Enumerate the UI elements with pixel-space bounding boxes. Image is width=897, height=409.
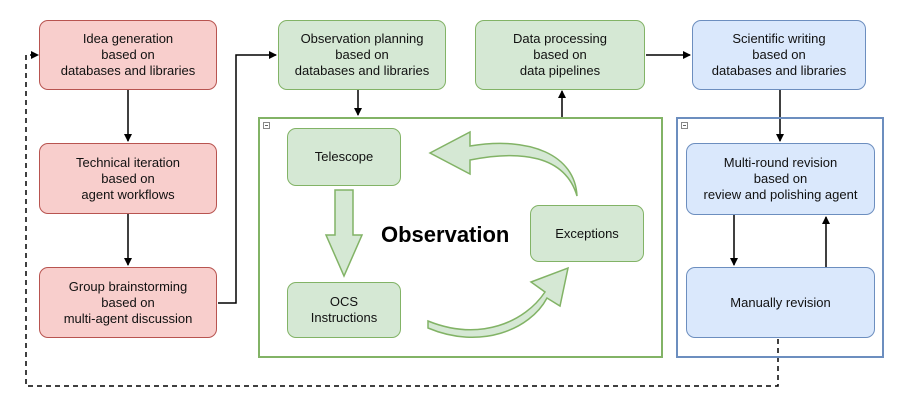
node-line: Multi-round revision: [723, 155, 838, 170]
node-line: based on: [753, 171, 808, 186]
collapse-icon[interactable]: [263, 122, 270, 129]
node-line: Manually revision: [730, 294, 831, 310]
node-line: Data processing: [513, 31, 607, 46]
node-line: databases and libraries: [711, 63, 847, 78]
node-line: agent workflows: [81, 186, 175, 202]
technical-iteration-node[interactable]: Technical iteration based on agent workf…: [39, 143, 217, 214]
arrow-group-to-observation-planning: [218, 51, 277, 304]
node-line: Scientific writing: [732, 31, 826, 46]
data-processing-node[interactable]: Data processing based on data pipelines: [475, 20, 645, 90]
multi-round-revision-node[interactable]: Multi-round revision based on review and…: [686, 143, 875, 215]
node-line: data pipelines: [519, 63, 601, 78]
node-line: Observation planning: [300, 31, 424, 46]
node-line: based on: [335, 47, 389, 62]
node-line: based on: [101, 47, 155, 62]
observation-group: [258, 117, 663, 358]
node-line: based on: [101, 294, 155, 310]
down-block-arrow: [324, 189, 364, 278]
curved-arrow-exceptions-to-telescope: [428, 130, 578, 197]
dashed-feedback-arrow: [25, 51, 779, 387]
node-line: Telescope: [314, 149, 374, 164]
node-line: OCS: [329, 294, 359, 309]
observation-title: Observation: [381, 222, 510, 247]
node-line: databases and libraries: [294, 63, 430, 78]
exceptions-node[interactable]: Exceptions: [530, 205, 644, 262]
revision-group: [676, 117, 884, 358]
node-line: databases and libraries: [60, 63, 196, 78]
node-line: Idea generation: [82, 31, 174, 46]
node-line: review and polishing agent: [703, 187, 858, 202]
group-brainstorming-node[interactable]: Group brainstorming based on multi-agent…: [39, 267, 217, 338]
observation-planning-node[interactable]: Observation planning based on databases …: [278, 20, 446, 90]
idea-generation-node[interactable]: Idea generation based on databases and l…: [39, 20, 217, 90]
node-line: Group brainstorming: [68, 278, 188, 294]
node-line: based on: [752, 47, 806, 62]
ocs-instructions-node[interactable]: OCS Instructions: [287, 282, 401, 338]
node-line: based on: [533, 47, 587, 62]
node-line: Technical iteration: [75, 154, 181, 170]
collapse-icon[interactable]: [681, 122, 688, 129]
curved-arrow-ocs-to-exceptions: [427, 266, 570, 339]
node-line: Instructions: [310, 310, 378, 325]
node-line: Exceptions: [555, 225, 619, 241]
telescope-node[interactable]: Telescope: [287, 128, 401, 186]
node-line: based on: [101, 170, 155, 186]
manual-revision-node[interactable]: Manually revision: [686, 267, 875, 338]
node-line: multi-agent discussion: [63, 310, 193, 326]
scientific-writing-node[interactable]: Scientific writing based on databases an…: [692, 20, 866, 90]
